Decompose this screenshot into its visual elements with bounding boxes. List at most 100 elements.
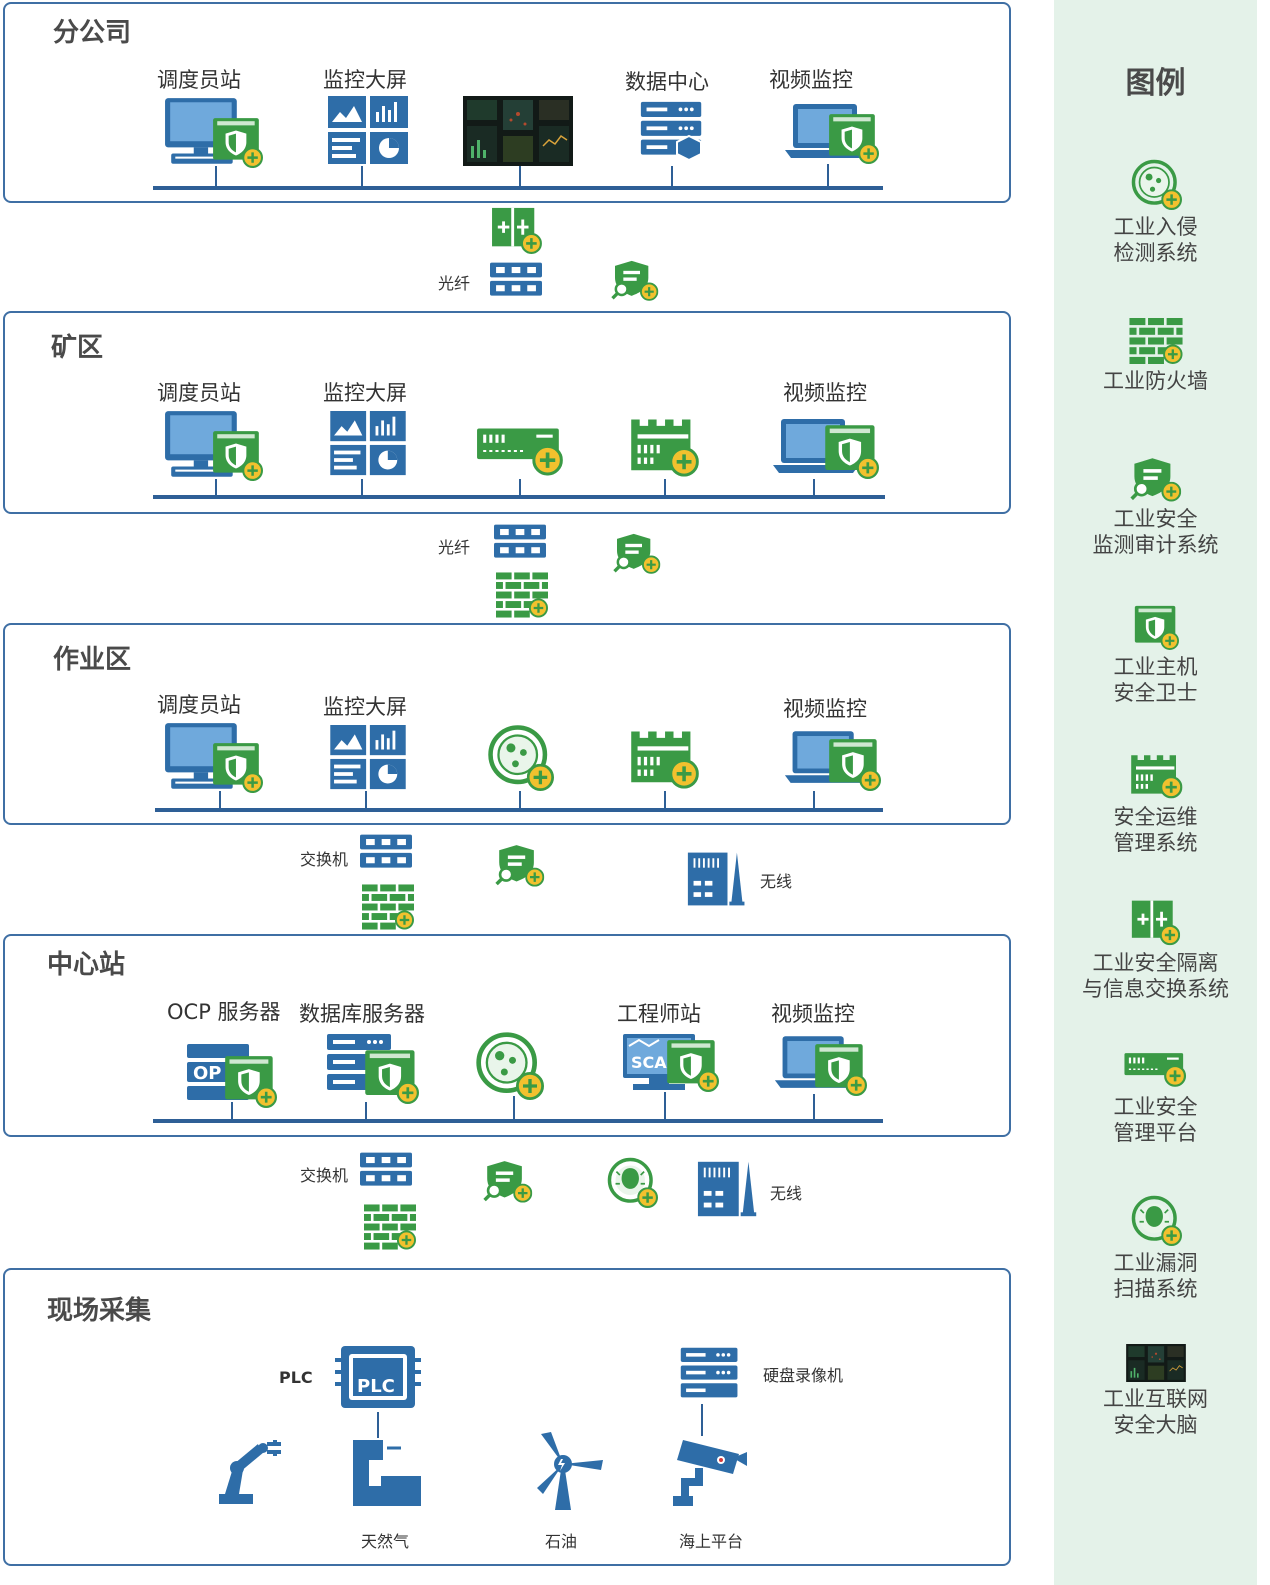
dashboard-icon [330, 411, 406, 476]
robot-arm-icon [219, 1440, 281, 1504]
isolation-gateway-icon [490, 206, 544, 254]
plc-icon-text: PLC [357, 1376, 395, 1397]
bus-stem [215, 479, 217, 495]
plc-stem [377, 1412, 379, 1438]
zone-mine: 矿区 调度员站 监控大屏 视频监控 [3, 311, 1011, 514]
node-label-dispatcher: 调度员站 [157, 68, 241, 92]
zone-center: 中心站 OCP 服务器 数据库服务器 工程师站 视频监控 OP SCAI [3, 934, 1011, 1137]
node-label-video: 视频监控 [769, 68, 853, 92]
ops-system-icon [627, 727, 701, 791]
bus-stem [519, 166, 521, 186]
ids-icon [1129, 158, 1183, 210]
legend-panel: 图例 工业入侵 检测系统 工业防火墙 工业安全 监测审计系统 工业主机 安全卫士… [1054, 0, 1257, 1585]
dvr-server-icon [680, 1347, 738, 1398]
db-server-icon [327, 1034, 421, 1104]
zone-title: 分公司 [53, 18, 132, 48]
firewall-icon [362, 884, 414, 930]
legend-label: 工业漏洞 [1113, 1251, 1198, 1275]
zone-title: 作业区 [53, 645, 132, 675]
node-label-video: 视频监控 [783, 697, 867, 721]
node-label-video: 视频监控 [783, 381, 867, 405]
video-laptop-icon [784, 731, 883, 791]
audit-icon [494, 842, 546, 888]
wireless-tower-icon [687, 852, 745, 906]
security-brain-icon [1125, 1344, 1186, 1382]
dispatcher-pc-icon [165, 411, 263, 481]
link-label-wireless: 无线 [770, 1184, 803, 1203]
audit-icon [610, 258, 660, 302]
legend-label: 安全大脑 [1113, 1413, 1198, 1437]
bus-stem [813, 1094, 815, 1119]
bus-stem [219, 791, 221, 808]
network-bus [153, 495, 885, 499]
network-bus [153, 186, 883, 190]
ops-system-icon [1128, 752, 1184, 800]
ocp-server-icon: OP [187, 1044, 277, 1108]
platform-icon [1123, 1050, 1189, 1090]
bus-stem [513, 1096, 515, 1119]
node-label-bigscreen: 监控大屏 [323, 381, 407, 405]
legend-item-ops: 安全运维 管理系统 [1054, 752, 1257, 856]
legend-label: 工业防火墙 [1103, 369, 1208, 393]
dashboard-icon [330, 725, 406, 790]
legend-label: 安全运维 [1113, 805, 1198, 829]
dashboard-icon [328, 96, 408, 166]
zone-branch: 分公司 调度员站 监控大屏 数据中心 视频监控 [3, 2, 1011, 203]
bus-stem [519, 791, 521, 808]
legend-label: 工业安全隔离 [1092, 951, 1219, 975]
link-label-switch: 交换机 [300, 850, 349, 869]
legend-label: 工业互联网 [1103, 1387, 1208, 1411]
platform-icon [475, 425, 567, 479]
node-label-engineer: 工程师站 [617, 1002, 701, 1026]
firewall-icon [496, 572, 548, 618]
datacenter-server-icon [640, 101, 702, 162]
network-bus [153, 1119, 883, 1123]
bus-stem [664, 1092, 666, 1119]
link-label-switch: 交换机 [300, 1166, 349, 1185]
legend-label: 管理系统 [1113, 831, 1198, 855]
isolation-gateway-icon [1130, 898, 1182, 946]
legend-item-isolation: 工业安全隔离 与信息交换系统 [1054, 898, 1257, 1002]
switch-icon [360, 1152, 412, 1186]
bus-stem [215, 166, 217, 186]
node-label-dispatcher: 调度员站 [157, 381, 241, 405]
zone-title: 现场采集 [47, 1296, 152, 1326]
audit-icon [482, 1158, 534, 1204]
ocp-icon-text: OP [193, 1063, 222, 1084]
legend-label: 检测系统 [1113, 241, 1198, 265]
legend-label: 扫描系统 [1113, 1277, 1198, 1301]
field-label-plc: PLC [279, 1368, 313, 1387]
gas-machine-icon [353, 1440, 421, 1506]
scada-icon-text: SCAI [631, 1053, 673, 1072]
link-label-fiber: 光纤 [438, 274, 471, 293]
bus-stem [813, 479, 815, 495]
wind-turbine-icon [537, 1432, 603, 1510]
node-label-bigscreen: 监控大屏 [323, 695, 407, 719]
legend-label: 管理平台 [1113, 1121, 1198, 1145]
dvr-stem [701, 1404, 703, 1436]
bus-stem [671, 166, 673, 186]
plc-icon: PLC [335, 1346, 421, 1408]
security-brain-icon [462, 96, 574, 166]
scanner-icon [604, 1156, 660, 1208]
bus-stem [365, 791, 367, 808]
firewall-icon [1129, 318, 1183, 364]
bus-stem [361, 166, 363, 186]
firewall-icon [364, 1204, 416, 1250]
legend-label: 工业入侵 [1113, 215, 1198, 239]
legend-title: 图例 [1125, 66, 1186, 101]
legend-item-firewall: 工业防火墙 [1054, 318, 1257, 394]
scanner-icon [1129, 1194, 1183, 1246]
bus-stem [664, 791, 666, 808]
video-laptop-icon [773, 419, 881, 479]
node-label-datacenter: 数据中心 [625, 70, 709, 94]
field-label-offshore: 海上平台 [679, 1532, 744, 1551]
zone-work: 作业区 调度员站 监控大屏 视频监控 [3, 623, 1011, 825]
ops-system-icon [627, 415, 701, 479]
zone-title: 矿区 [51, 333, 104, 363]
field-label-oil: 石油 [545, 1532, 578, 1551]
bus-stem [827, 164, 829, 186]
scada-workstation-icon: SCAI [623, 1034, 721, 1094]
node-label-bigscreen: 监控大屏 [323, 68, 407, 92]
zone-title: 中心站 [47, 950, 126, 980]
